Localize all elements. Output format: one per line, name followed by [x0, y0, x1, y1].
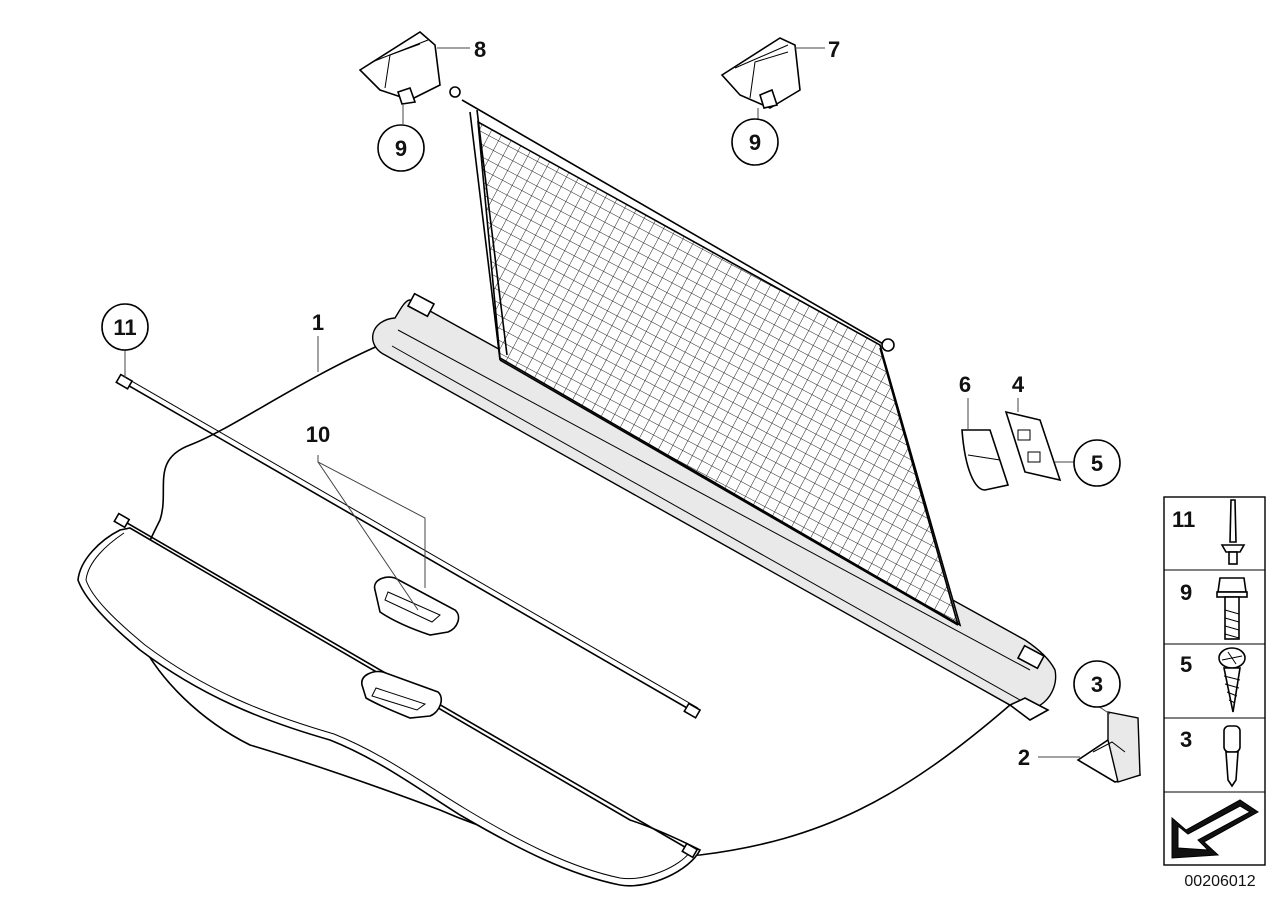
svg-text:3: 3 — [1180, 727, 1192, 752]
svg-text:9: 9 — [749, 130, 761, 155]
guide-rod — [115, 373, 702, 719]
loop-handle-upper — [373, 576, 460, 636]
svg-text:6: 6 — [959, 372, 971, 397]
clip-part-7 — [720, 37, 801, 109]
leader-lines — [124, 47, 1111, 758]
svg-text:1: 1 — [312, 310, 324, 335]
pin-icon — [1223, 725, 1241, 788]
callout-2: 2 — [1018, 745, 1030, 770]
tapping-screw-icon — [1218, 647, 1246, 713]
svg-text:5: 5 — [1091, 451, 1103, 476]
svg-text:10: 10 — [306, 422, 330, 447]
document-number: 00206012 — [1184, 873, 1255, 890]
callout-9-left: 9 — [377, 124, 425, 172]
callout-3: 3 — [1073, 660, 1121, 708]
partition-net — [449, 86, 962, 627]
legend-row-3: 3 — [1180, 725, 1241, 788]
loop-handle-lower — [361, 670, 442, 719]
svg-text:4: 4 — [1012, 372, 1025, 397]
callout-1: 1 — [312, 310, 324, 335]
clip-part-8 — [358, 31, 441, 105]
svg-text:2: 2 — [1018, 745, 1030, 770]
svg-text:3: 3 — [1091, 672, 1103, 697]
callout-5: 5 — [1073, 439, 1121, 487]
cover-cap-part-6 — [961, 429, 1010, 491]
callout-9-right: 9 — [731, 118, 779, 166]
fastener-legend: 11 9 5 3 — [1163, 496, 1266, 866]
roller-housing — [372, 292, 1057, 721]
callout-8: 8 — [474, 37, 486, 62]
svg-text:8: 8 — [474, 37, 486, 62]
svg-text:7: 7 — [828, 37, 840, 62]
svg-text:9: 9 — [395, 136, 407, 161]
rivet-icon — [1220, 499, 1246, 565]
svg-text:5: 5 — [1180, 652, 1192, 677]
callout-11: 11 — [101, 303, 149, 351]
svg-text:00206012: 00206012 — [1184, 873, 1255, 890]
callout-6: 6 — [959, 372, 971, 397]
bracket-part-4 — [1004, 410, 1062, 482]
callout-10: 10 — [306, 422, 330, 447]
legend-row-9: 9 — [1180, 577, 1248, 640]
legend-row-5: 5 — [1180, 647, 1246, 713]
svg-text:9: 9 — [1180, 580, 1192, 605]
svg-text:11: 11 — [1172, 507, 1195, 532]
bracket-part-2 — [1076, 711, 1141, 783]
legend-row-11: 11 — [1172, 499, 1246, 565]
svg-text:11: 11 — [113, 315, 136, 340]
direction-arrow-icon — [1171, 799, 1259, 859]
hex-bolt-icon — [1216, 577, 1248, 640]
callout-7: 7 — [828, 37, 840, 62]
callout-4: 4 — [1012, 372, 1025, 397]
